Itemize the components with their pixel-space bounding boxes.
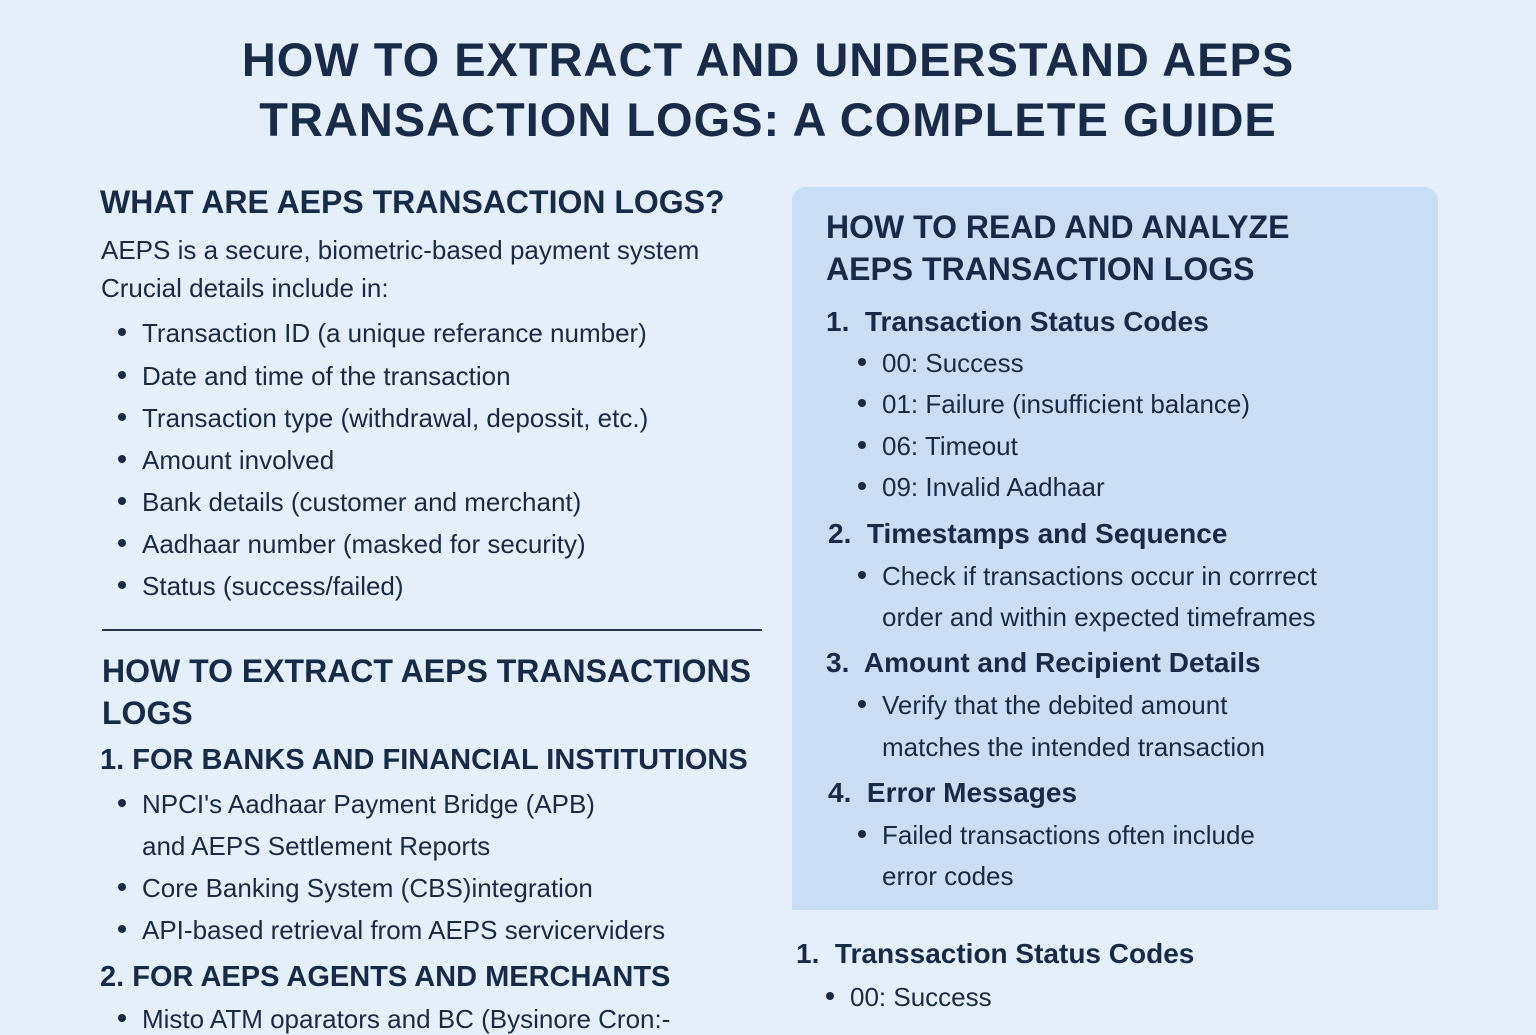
bullet-icon [118, 883, 126, 892]
list-item: 09: Invalid Aadhaar [858, 472, 1105, 503]
bullet-icon [858, 482, 866, 491]
bullet-icon [118, 1014, 126, 1023]
analyze-panel [792, 187, 1438, 910]
section-heading-extract: LOGS [102, 695, 193, 731]
panel-heading: HOW TO READ AND ANALYZE [826, 209, 1290, 245]
list-item: NPCI's Aadhaar Payment Bridge (APB) [118, 789, 595, 820]
list-item: 01: Failure (insufficient balance) [858, 389, 1250, 420]
bullet-icon [858, 571, 866, 580]
page-title-line-2: TRANSACTION LOGS: A COMPLETE GUIDE [259, 93, 1277, 146]
intro-text: Crucial details include in: [101, 273, 389, 303]
divider [102, 629, 762, 631]
numbered-heading: 2. Timestamps and Sequence [828, 518, 1228, 549]
bullet-icon [858, 700, 866, 709]
numbered-heading: 1. Transaction Status Codes [826, 306, 1209, 337]
numbered-heading: 3. Amount and Recipient Details [826, 647, 1261, 678]
list-item: Amount involved [118, 445, 334, 476]
list-item-continuation: and AEPS Settlement Reports [142, 831, 491, 861]
bullet-icon [118, 455, 126, 464]
bullet-icon [858, 358, 866, 367]
list-item: 00: Success [826, 982, 992, 1013]
list-item: Failed transactions often include [858, 820, 1255, 851]
subheading-banks: 1. FOR BANKS AND FINANCIAL INSTITUTIONS [100, 744, 748, 776]
subheading-agents: 2. FOR AEPS AGENTS AND MERCHANTS [100, 961, 671, 993]
panel-heading: AEPS TRANSACTION LOGS [826, 251, 1255, 287]
bullet-icon [118, 925, 126, 934]
bullet-icon [118, 328, 126, 337]
list-item: Transaction ID (a unique referance numbe… [118, 318, 647, 349]
list-item: Core Banking System (CBS)integration [118, 873, 593, 904]
list-item: 06: Timeout [858, 431, 1018, 462]
list-item-continuation: error codes [882, 861, 1014, 891]
bullet-icon [826, 992, 834, 1001]
list-item: API-based retrieval from AEPS servicervi… [118, 915, 665, 946]
bullet-icon [118, 581, 126, 590]
list-item: Misto ATM oparators and BC (Bysinore Cro… [118, 1004, 670, 1035]
bullet-icon [858, 830, 866, 839]
list-item: Verify that the debited amount [858, 690, 1227, 721]
bullet-icon [858, 441, 866, 450]
list-item: 00: Success [858, 348, 1024, 379]
list-item: Aadhaar number (masked for security) [118, 529, 586, 560]
bullet-icon [118, 497, 126, 506]
list-item: Date and time of the transaction [118, 361, 511, 392]
page-title-line-1: HOW TO EXTRACT AND UNDERSTAND AEPS [241, 33, 1295, 86]
section-heading-extract: HOW TO EXTRACT AEPS TRANSACTIONS [102, 653, 751, 689]
list-item: Transaction type (withdrawal, depossit, … [118, 403, 648, 434]
list-item-continuation: matches the intended transaction [882, 732, 1266, 762]
bullet-icon [118, 371, 126, 380]
list-item: Check if transactions occur in corrrect [858, 561, 1317, 592]
list-item: Bank details (customer and merchant) [118, 487, 581, 518]
list-item: Status (success/failed) [118, 571, 404, 602]
intro-text: AEPS is a secure, biometric-based paymen… [101, 235, 700, 265]
bullet-icon [118, 413, 126, 422]
bullet-icon [118, 799, 126, 808]
bullet-icon [118, 539, 126, 548]
bullet-icon [858, 399, 866, 408]
numbered-heading: 4. Error Messages [828, 777, 1078, 808]
numbered-heading: 1. Transsaction Status Codes [796, 938, 1195, 969]
list-item-continuation: order and within expected timeframes [882, 602, 1316, 632]
section-heading-what: WHAT ARE AEPS TRANSACTION LOGS? [100, 184, 725, 220]
